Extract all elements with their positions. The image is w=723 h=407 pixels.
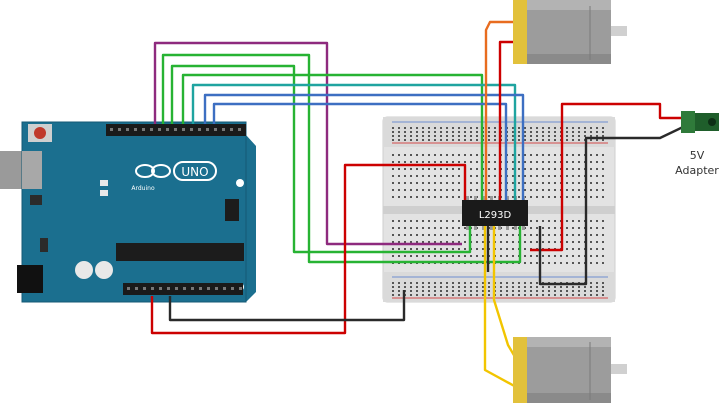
- wires: [150, 20, 684, 390]
- dc-motor-bottom: [513, 337, 627, 403]
- l293d-chip: L293D: [462, 196, 528, 230]
- arduino-sub-label: Arduino: [131, 185, 155, 192]
- arduino-uno-board: UNO Arduino: [0, 121, 256, 303]
- power-adapter: 5V Adapter: [675, 111, 719, 177]
- arduino-brand-label: UNO: [181, 165, 208, 179]
- adapter-label-voltage: 5V: [690, 149, 705, 162]
- chip-label: L293D: [479, 210, 512, 221]
- adapter-label-name: Adapter: [675, 164, 719, 177]
- arduino-logo: UNO Arduino: [131, 161, 217, 192]
- dc-motor-top: [513, 0, 627, 64]
